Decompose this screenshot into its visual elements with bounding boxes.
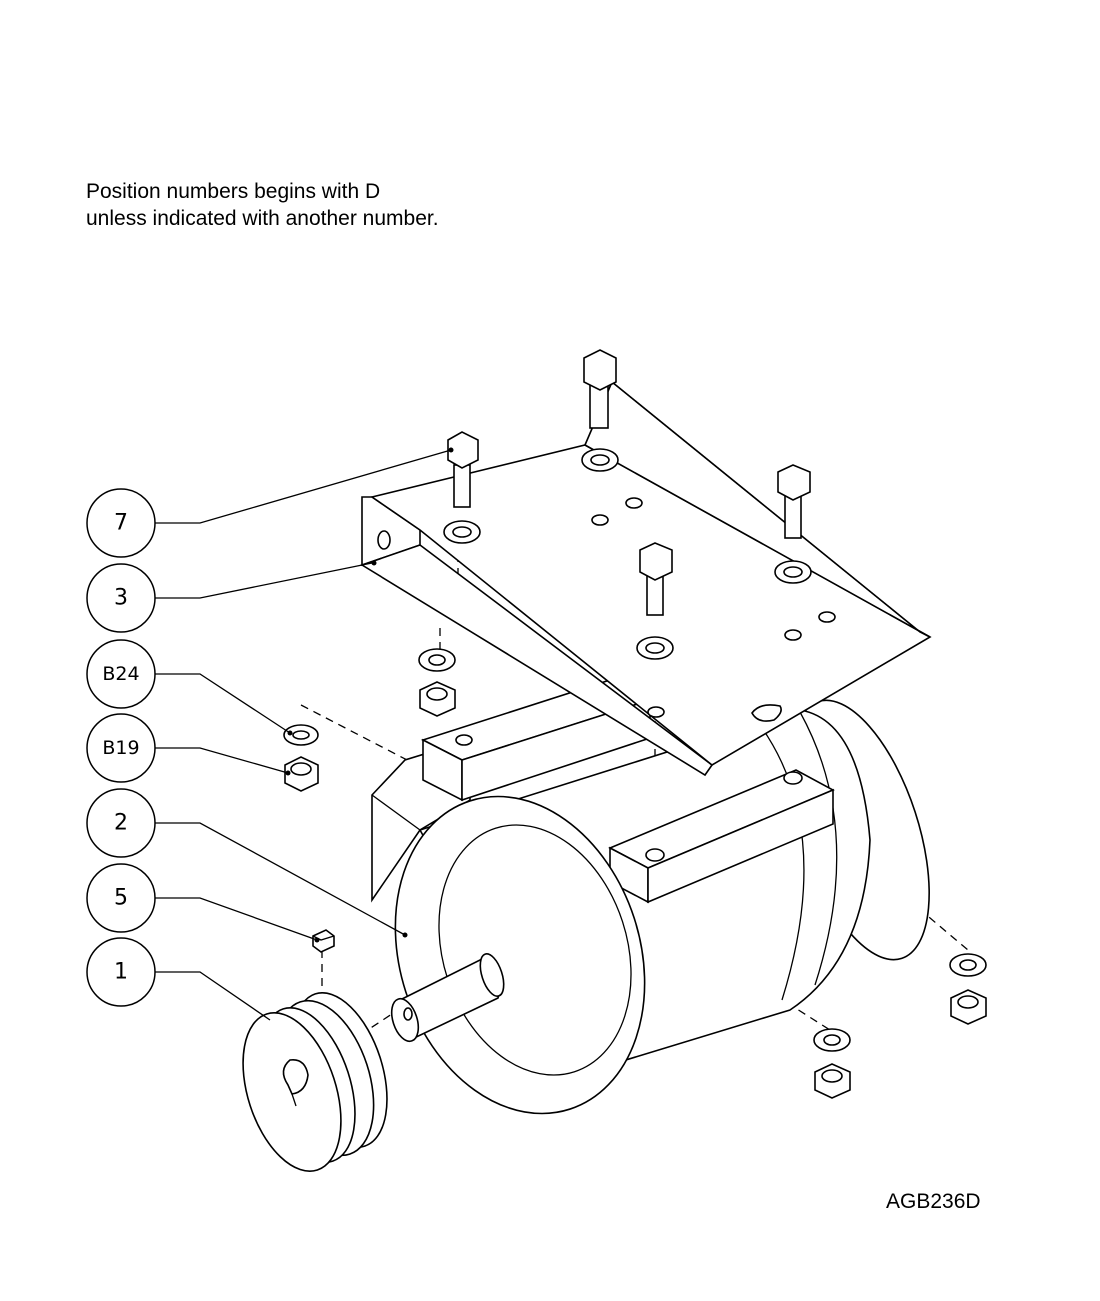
callout-label: B24 — [102, 663, 139, 685]
callout-b24: B24 — [86, 639, 156, 709]
callout-b19: B19 — [86, 713, 156, 783]
drawing-code: AGB236D — [886, 1190, 981, 1213]
loose-washers-nuts — [283, 648, 987, 1099]
callout-bubbles: 7 3 B24 B19 2 5 1 — [86, 488, 156, 1007]
callout-label: 3 — [114, 586, 128, 611]
bracket-washers — [443, 448, 812, 660]
motor — [371, 679, 930, 1115]
callout-1: 1 — [86, 937, 156, 1007]
callout-label: B19 — [102, 737, 139, 759]
position-note: Position numbers begins with D unless in… — [86, 178, 439, 232]
callout-label: 5 — [114, 886, 128, 911]
callout-5: 5 — [86, 863, 156, 933]
callout-2: 2 — [86, 788, 156, 858]
note-line-1: Position numbers begins with D — [86, 180, 381, 203]
callout-label: 1 — [114, 960, 128, 985]
callout-3: 3 — [86, 563, 156, 633]
callout-7: 7 — [86, 488, 156, 558]
note-line-2: unless indicated with another number. — [86, 207, 439, 230]
v-belt-pulley — [242, 992, 388, 1172]
callout-label: 7 — [114, 511, 128, 536]
callout-label: 2 — [114, 811, 128, 836]
callout-leaders — [155, 447, 454, 1021]
shaft-key — [312, 929, 335, 953]
hex-bolts — [447, 349, 811, 616]
